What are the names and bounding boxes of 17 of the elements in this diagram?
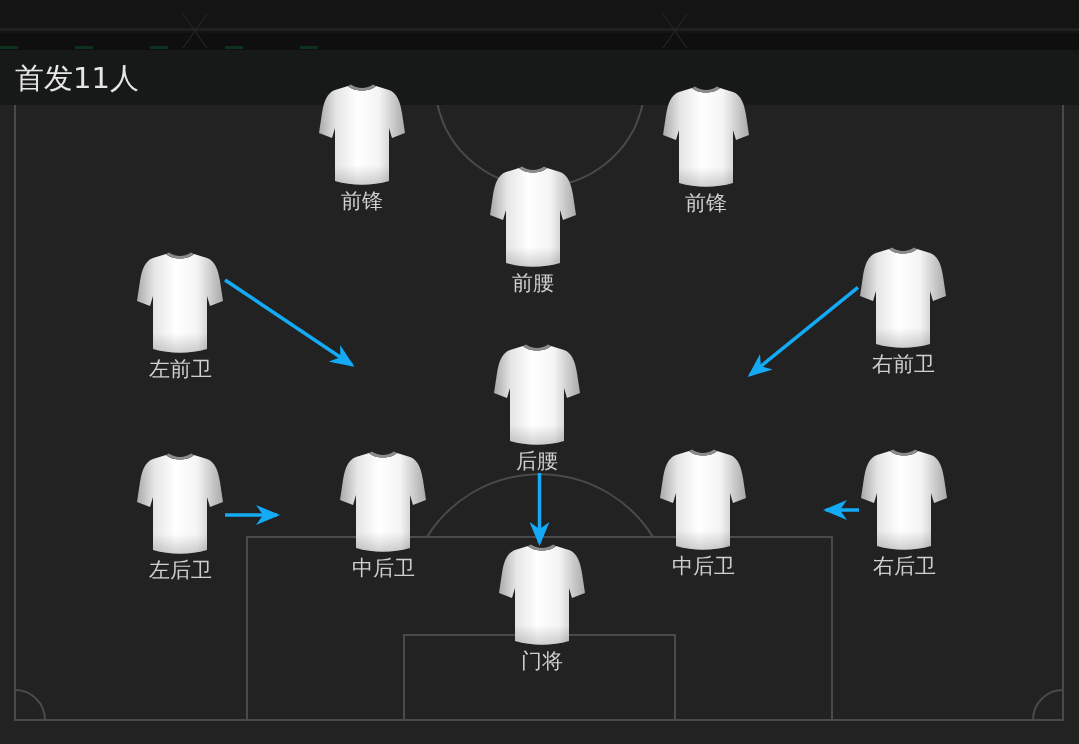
position-label: 中后卫 xyxy=(351,556,415,580)
position-label: 左后卫 xyxy=(148,558,212,582)
position-label: 门将 xyxy=(521,649,563,673)
arrow xyxy=(529,473,550,546)
position-label: 左前卫 xyxy=(148,357,212,381)
position-label: 右前卫 xyxy=(871,352,935,376)
arrow xyxy=(823,500,859,520)
position-label: 后腰 xyxy=(516,449,558,473)
arrow xyxy=(747,286,860,377)
position-label: 前锋 xyxy=(341,189,383,213)
position-label: 中后卫 xyxy=(671,554,735,578)
position-label: 前锋 xyxy=(685,191,727,215)
position-label: 前腰 xyxy=(512,271,554,295)
section-title: 首发11人 xyxy=(15,60,139,96)
position-label: 右后卫 xyxy=(872,554,936,578)
arrow xyxy=(225,505,280,525)
arrow xyxy=(224,278,355,367)
